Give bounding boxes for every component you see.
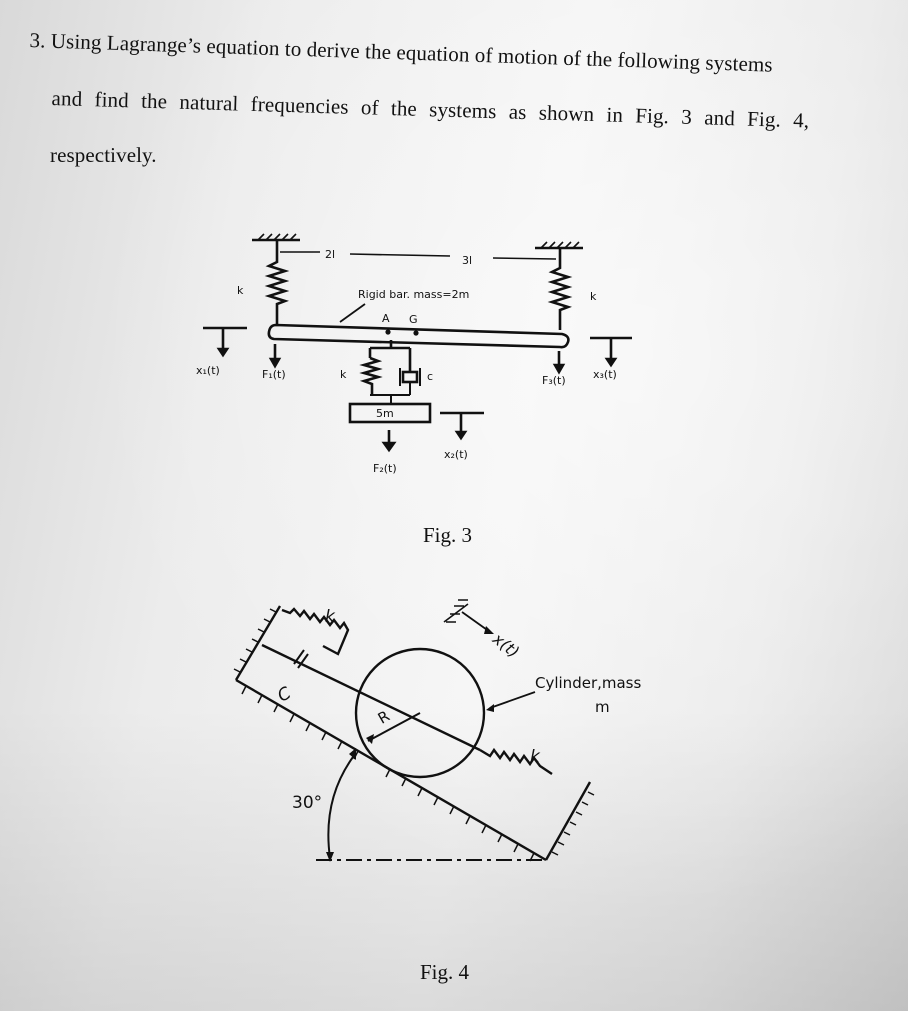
spring-label-k-left: k	[237, 284, 244, 297]
angle-arc	[327, 756, 354, 859]
cylinder-label-line2: m	[595, 698, 610, 716]
right-spring-icon	[547, 248, 573, 330]
cylinder-label-line1: Cylinder,mass	[535, 674, 641, 692]
bottom-spring-icon	[479, 747, 553, 775]
f2-label: F₂(t)	[373, 462, 397, 475]
point-a-label: A	[382, 312, 390, 325]
cylinder-icon	[354, 647, 486, 779]
f1-label: F₁(t)	[262, 368, 286, 381]
f3-label: F₃(t)	[542, 374, 566, 387]
point-g-label: G	[409, 313, 418, 326]
mass-5m-block	[348, 402, 432, 424]
left-spring-icon	[264, 240, 290, 325]
bar-label: Rigid bar. mass=2m	[358, 288, 469, 301]
dim-label-3l: 3l	[462, 254, 472, 267]
top-spring-icon	[281, 607, 350, 656]
x1-label: x₁(t)	[196, 364, 220, 377]
angle-label: 30°	[292, 793, 322, 813]
radius-label-r: R	[375, 707, 393, 728]
middle-spring-icon	[359, 356, 383, 395]
fig3-caption: Fig. 3	[423, 523, 473, 547]
spring-label-k-right: k	[590, 290, 597, 303]
dim-label-2l: 2l	[325, 248, 335, 261]
damper-label-c: c	[427, 370, 433, 383]
question-line-3: respectively.	[50, 143, 157, 167]
spring-label-k-middle: k	[340, 368, 347, 381]
fig4-caption: Fig. 4	[420, 960, 470, 984]
damper-c-icon	[293, 649, 309, 669]
top-spring-label-k: k	[325, 607, 336, 627]
x3-label: x₃(t)	[593, 368, 617, 381]
bottom-spring-label-k: k	[530, 747, 541, 767]
x2-label: x₂(t)	[444, 448, 468, 461]
rigid-bar	[267, 323, 570, 349]
mass-label-5m: 5m	[376, 407, 394, 420]
